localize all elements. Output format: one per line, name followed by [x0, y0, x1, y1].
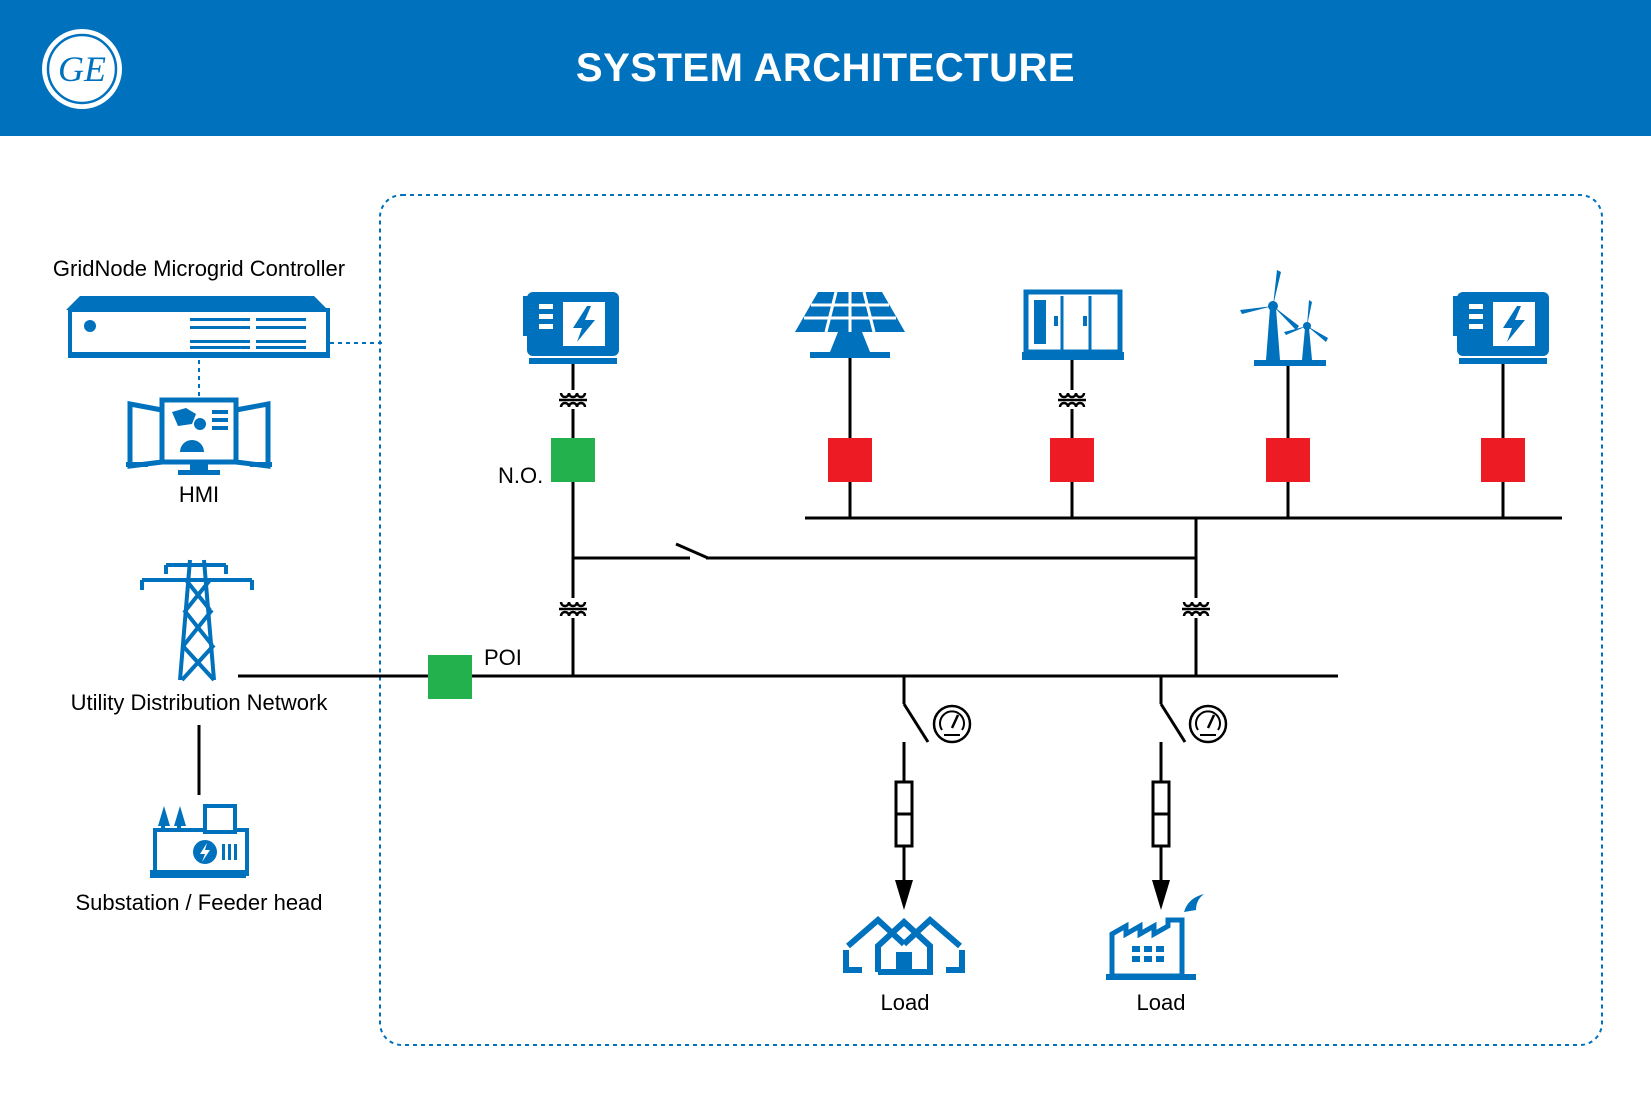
ge-logo-text: GE [58, 49, 106, 89]
hmi-monitors-icon [126, 397, 272, 475]
utility-label: Utility Distribution Network [71, 690, 329, 715]
wind-breaker [1266, 438, 1310, 482]
generator-icon [1453, 292, 1549, 364]
load-switch [1159, 703, 1187, 743]
rack-controller-icon [66, 296, 330, 358]
load-arrow [1152, 880, 1170, 910]
normally-open-breaker [551, 438, 595, 482]
transformer-symbol [557, 391, 589, 409]
load-label-1: Load [881, 990, 930, 1015]
residential-houses-icon [843, 915, 965, 975]
transformer-symbol [557, 600, 589, 618]
microgrid-boundary [379, 194, 1603, 1046]
hmi-label: HMI [179, 482, 219, 507]
wind-turbine-icon [1240, 270, 1328, 366]
transformer-symbol [1180, 600, 1212, 618]
battery-storage-icon [1022, 289, 1124, 360]
meter-icon [932, 704, 972, 744]
factory-icon [1106, 894, 1204, 980]
substation-icon [150, 804, 249, 878]
ge-logo: GE [42, 29, 122, 109]
load-arrow [895, 880, 913, 910]
generator-breaker [1481, 438, 1525, 482]
transformer-symbol [1056, 391, 1088, 409]
substation-label: Substation / Feeder head [75, 890, 322, 915]
poi-breaker [428, 655, 472, 699]
solar-breaker [828, 438, 872, 482]
tie-switch [675, 542, 709, 560]
header-bar [0, 0, 1651, 136]
meter-icon [1188, 704, 1228, 744]
transmission-tower-icon [140, 559, 254, 682]
solar-panel-icon [795, 291, 905, 358]
load-switch [902, 703, 930, 743]
page-title: SYSTEM ARCHITECTURE [575, 46, 1076, 90]
load-label-2: Load [1137, 990, 1186, 1015]
battery-breaker [1050, 438, 1094, 482]
poi-label: POI [484, 645, 522, 670]
controller-label: GridNode Microgrid Controller [53, 256, 345, 281]
no-label: N.O. [498, 463, 543, 488]
generator-icon [523, 292, 619, 364]
